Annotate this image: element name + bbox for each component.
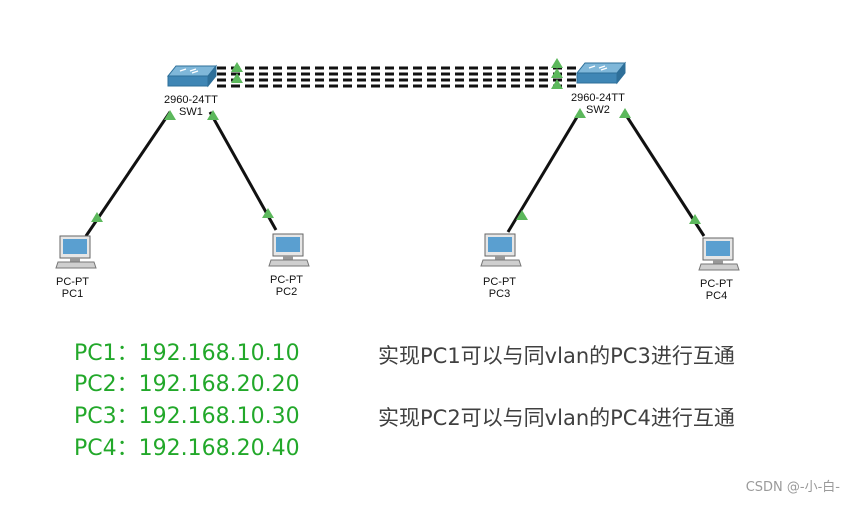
triangle-up-icon <box>91 212 103 222</box>
pc-icon[interactable] <box>268 233 310 267</box>
triangle-up-icon <box>551 68 563 78</box>
switch-icon[interactable] <box>166 64 218 88</box>
link-status-indicators <box>91 58 701 224</box>
pc-icon[interactable] <box>698 237 740 271</box>
triangle-up-icon <box>207 110 219 120</box>
pc1-model: PC-PT <box>56 276 89 288</box>
sw2-model: 2960-24TT <box>571 92 625 104</box>
sw2-name: SW2 <box>585 104 610 116</box>
pc1-name: PC1 <box>61 288 84 300</box>
network-topology <box>55 58 740 271</box>
triangle-up-icon <box>619 108 631 118</box>
triangle-up-icon <box>231 62 243 72</box>
goal-note-2: 实现PC2可以与同vlan的PC4进行互通 <box>378 406 735 430</box>
ip-pc3: PC3：192.168.10.30 <box>74 404 300 429</box>
triangle-up-icon <box>164 110 176 120</box>
pc1-label: PC-PT PC1 <box>56 276 89 300</box>
pc2-name: PC2 <box>275 286 298 298</box>
triangle-up-icon <box>551 79 563 89</box>
switch-icon[interactable] <box>575 61 627 85</box>
sw1-label: 2960-24TT SW1 <box>164 94 218 118</box>
sw1-model: 2960-24TT <box>164 94 218 106</box>
pc-icon[interactable] <box>55 235 97 269</box>
pc-icon[interactable] <box>480 233 522 267</box>
ip-pc1: PC1：192.168.10.10 <box>74 341 300 366</box>
sw1-name: SW1 <box>178 106 203 118</box>
triangle-up-icon <box>574 108 586 118</box>
pc4-name: PC4 <box>705 290 728 302</box>
trunk-links <box>217 66 580 88</box>
triangle-up-icon <box>262 208 274 218</box>
access-links <box>84 111 706 237</box>
triangle-up-icon <box>231 73 243 83</box>
triangle-up-icon <box>551 58 563 68</box>
ip-pc2: PC2：192.168.20.20 <box>74 372 300 397</box>
pc2-label: PC-PT PC2 <box>270 274 303 298</box>
pc3-model: PC-PT <box>483 276 516 288</box>
triangle-up-icon <box>689 214 701 224</box>
sw2-label: 2960-24TT SW2 <box>571 92 625 116</box>
pc4-label: PC-PT PC4 <box>700 278 733 302</box>
watermark: CSDN @-小-白- <box>745 480 840 495</box>
pc3-name: PC3 <box>488 288 511 300</box>
pc2-model: PC-PT <box>270 274 303 286</box>
pc4-model: PC-PT <box>700 278 733 290</box>
triangle-up-icon <box>516 210 528 220</box>
ip-pc4: PC4：192.168.20.40 <box>74 436 300 461</box>
pc3-label: PC-PT PC3 <box>483 276 516 300</box>
goal-note-1: 实现PC1可以与同vlan的PC3进行互通 <box>378 344 735 368</box>
